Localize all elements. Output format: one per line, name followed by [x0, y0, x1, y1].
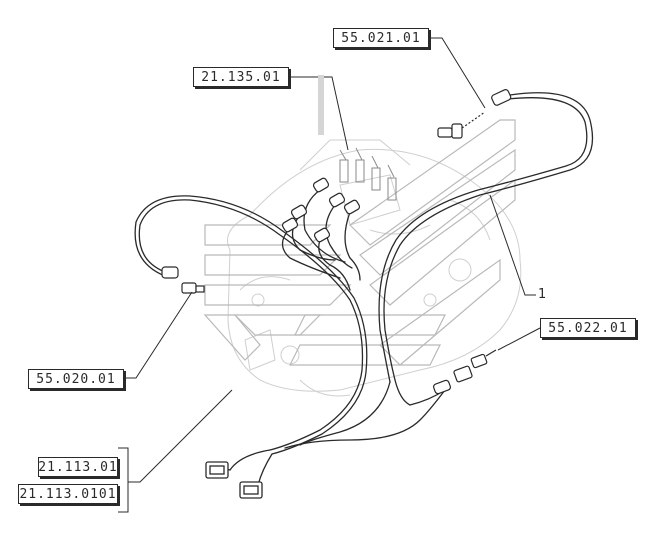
callout-55-021-01: 55.021.01 [333, 28, 429, 48]
sensor-55-022-01 [433, 349, 497, 395]
callout-21-135-01: 21.135.01 [193, 67, 289, 87]
item-number-label: 1 [538, 287, 547, 302]
leader-shade [318, 75, 324, 135]
sensor-55-021-01 [437, 89, 512, 139]
injector-connectors [281, 177, 361, 243]
callout-55-022-01: 55.022.01 [540, 318, 636, 338]
callout-21-113-01: 21.113.01 [38, 457, 118, 477]
leader-lines [118, 37, 541, 513]
engine-outline [227, 139, 522, 397]
harness-cables [134, 92, 594, 486]
callout-21-113-0101: 21.113.0101 [18, 484, 118, 504]
bottom-connectors [205, 461, 263, 499]
sensor-55-020-01 [161, 266, 205, 294]
callout-55-020-01: 55.020.01 [28, 369, 124, 389]
injectors [339, 147, 397, 201]
